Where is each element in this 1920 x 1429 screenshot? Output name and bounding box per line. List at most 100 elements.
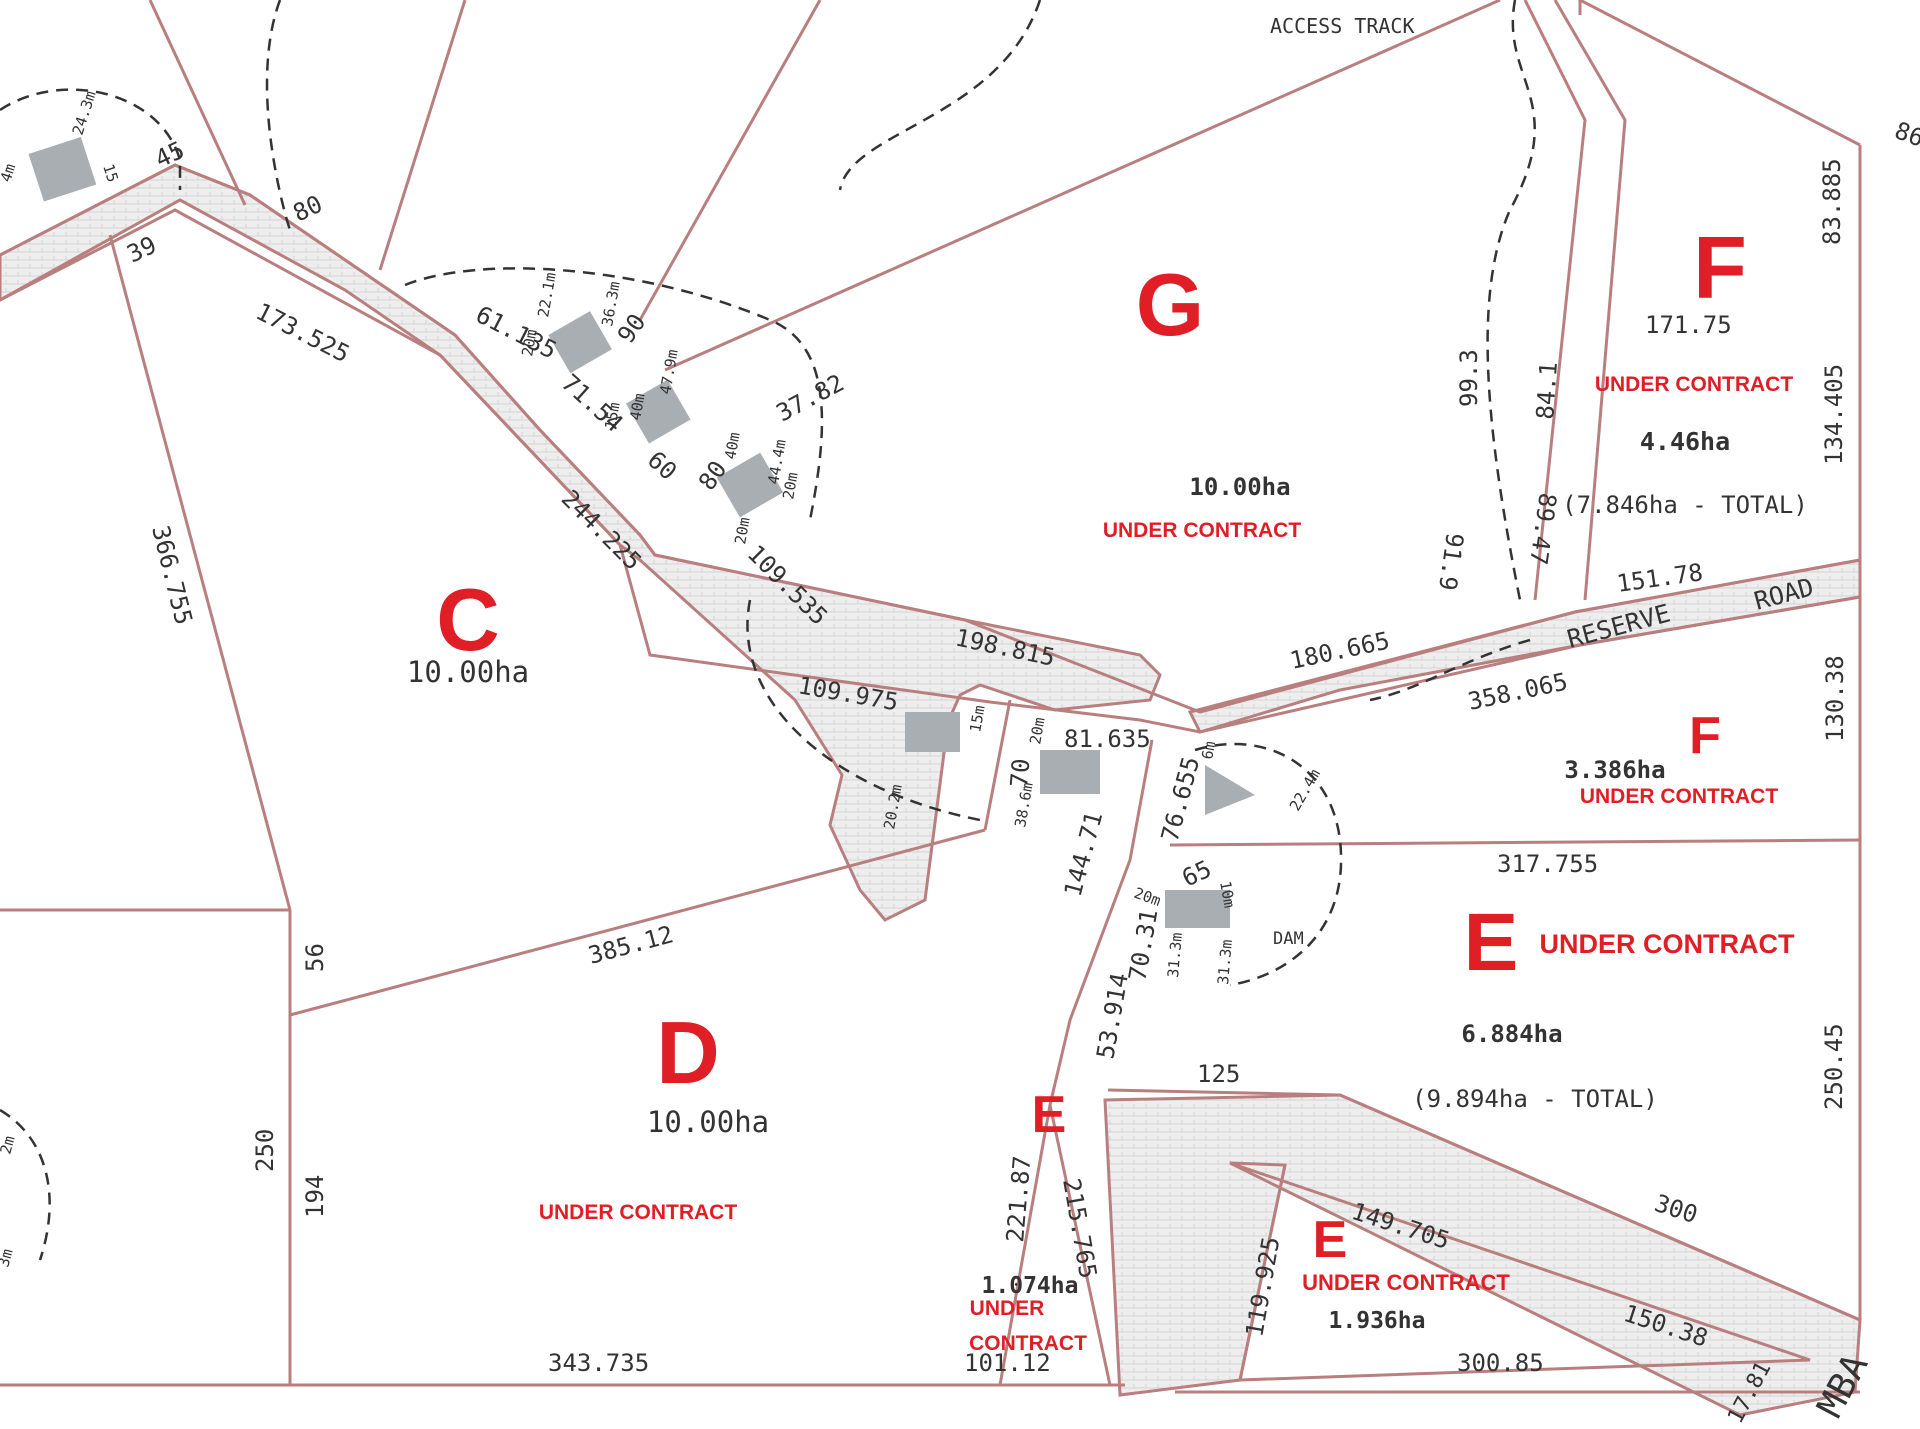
lot-area-g: 10.00ha (1189, 473, 1290, 501)
dimension-label: 385.12 (585, 920, 676, 969)
lot-letter-f-south: F (1689, 707, 1721, 765)
status-lot-f-north: UNDER CONTRACT (1595, 373, 1793, 396)
small-measure-label: 20m (779, 471, 801, 501)
dimension-label: 144.71 (1059, 809, 1108, 900)
small-measure-label: 47.9m (656, 348, 682, 396)
small-measure-label: 22.4m (1286, 766, 1324, 814)
small-measure-label: 22.1m (534, 271, 560, 319)
dimension-label: 37.82 (772, 369, 849, 428)
lot-area-f-north: 4.46ha (1640, 427, 1730, 456)
building-footprint (905, 712, 960, 752)
dimension-label: 215.765 (1057, 1176, 1102, 1280)
dimension-label: 99.3 (1455, 349, 1483, 407)
status-lot-d: UNDER CONTRACT (539, 1201, 737, 1224)
lot-letter-d: D (656, 1003, 720, 1102)
lot-areas: 10.00ha 10.00ha 10.00ha 4.46ha (7.846ha … (407, 427, 1808, 1334)
small-measure-label: 20m (1132, 884, 1164, 910)
dimension-label: 300.85 (1457, 1349, 1544, 1377)
status-lot-e-narrow-line2: CONTRACT (969, 1332, 1087, 1355)
small-measure-label: 4m (0, 161, 19, 184)
lot-letter-g: G (1136, 255, 1204, 354)
dimension-label: 358.065 (1465, 667, 1570, 715)
building-footprint (548, 311, 612, 374)
dimension-label: 80 (289, 190, 327, 228)
small-measure-label: 20m (518, 328, 540, 358)
dimension-label: 60 (642, 446, 682, 486)
lot-letter-e-main: E (1464, 897, 1519, 988)
building-footprint (28, 136, 97, 202)
dimension-label: 89.47 (1524, 491, 1562, 566)
small-measure-label: 20m (731, 516, 753, 546)
small-measure-label: 15m (601, 401, 623, 431)
dimension-label: 250.45 (1820, 1023, 1848, 1110)
small-measure-label: 10m (1216, 880, 1238, 910)
dimension-label: 250 (251, 1129, 279, 1172)
status-labels: UNDER CONTRACT UNDER CONTRACT UNDER CONT… (539, 373, 1795, 1355)
lot-total-e: (9.894ha - TOTAL) (1412, 1085, 1658, 1113)
small-measure-label: 38.6m (1011, 781, 1037, 829)
edge-label-86: 86 (1891, 116, 1920, 152)
status-lot-f-south: UNDER CONTRACT (1580, 785, 1778, 808)
dam-label: DAM (1273, 929, 1304, 949)
lot-letter-e-narrow: E (1032, 1086, 1067, 1144)
small-measure-label: 20m (1026, 716, 1048, 746)
lot-total-f: (7.846ha - TOTAL) (1562, 491, 1808, 519)
lot-area-e-south: 1.936ha (1329, 1308, 1426, 1334)
small-measure-label: 15 (99, 162, 122, 185)
dimension-label: 39 (123, 231, 161, 269)
dimension-label: 317.755 (1497, 850, 1598, 878)
dimension-label: 101.12 (964, 1349, 1051, 1377)
dimension-label: 300 (1651, 1189, 1701, 1229)
dimension-label: 173.525 (251, 297, 354, 368)
lot-letter-f-north: F (1693, 218, 1747, 317)
small-measure-label: 24.3m (69, 89, 100, 138)
lot-letter-e-south: E (1313, 1211, 1348, 1269)
dimension-label: 56 (301, 943, 329, 972)
status-lot-g: UNDER CONTRACT (1103, 519, 1301, 542)
lot-area-e-main: 6.884ha (1461, 1020, 1562, 1048)
lot-letters: C D G F F E E E (436, 218, 1747, 1269)
dimension-label: 343.735 (548, 1349, 649, 1377)
lot-area-d: 10.00ha (647, 1105, 769, 1139)
small-measure-label: 31.3m (1214, 939, 1236, 986)
dimension-label: 83.885 (1818, 158, 1846, 245)
small-measure-label: 40m (626, 392, 648, 422)
status-lot-e-main: UNDER CONTRACT (1540, 929, 1795, 959)
building-footprint (1040, 750, 1100, 794)
small-measure-label: 2m (0, 1134, 19, 1156)
dimension-label: 91.9 (1433, 531, 1469, 592)
small-measure-label: 3m (0, 1247, 17, 1269)
building-footprint (716, 452, 784, 518)
building-footprint (1165, 890, 1230, 928)
small-measure-label: 15m (966, 704, 988, 734)
dimension-label: 81.635 (1064, 725, 1151, 753)
dimension-label: 70.31 (1123, 907, 1163, 983)
small-measure-label: 6m (1198, 740, 1219, 761)
dimension-label: 134.405 (1820, 364, 1848, 465)
lot-area-f-south: 3.386ha (1564, 756, 1665, 784)
building-footprints (28, 136, 1255, 928)
dimension-label: 130.38 (1821, 655, 1849, 742)
dimension-label: 84.1 (1531, 361, 1563, 421)
access-track-label: ACCESS TRACK (1270, 14, 1415, 38)
dimension-label: 65 (1178, 855, 1216, 893)
dimension-label: 53.914 (1091, 971, 1134, 1061)
building-footprint (1205, 765, 1255, 815)
dimension-label: 194 (301, 1175, 329, 1218)
lot-area-c: 10.00ha (407, 655, 529, 689)
small-measure-label: 31.3m (1164, 932, 1186, 979)
small-measure-label: 40m (721, 431, 743, 461)
dimension-label: 125 (1197, 1060, 1240, 1088)
dimension-label: 76.655 (1156, 754, 1205, 845)
dimension-label: 70 (1005, 757, 1035, 788)
lot-boundaries (0, 0, 1862, 1394)
dimension-label: 221.87 (1001, 1155, 1036, 1244)
lot-area-e-narrow: 1.074ha (982, 1273, 1079, 1299)
status-lot-e-south: UNDER CONTRACT (1302, 1270, 1510, 1295)
status-lot-e-narrow-line1: UNDER (970, 1297, 1045, 1320)
building-footprint (625, 379, 691, 444)
dashed-envelopes (0, 0, 1536, 1261)
dimension-label: 171.75 (1645, 311, 1732, 339)
lot-letter-c: C (436, 570, 500, 669)
